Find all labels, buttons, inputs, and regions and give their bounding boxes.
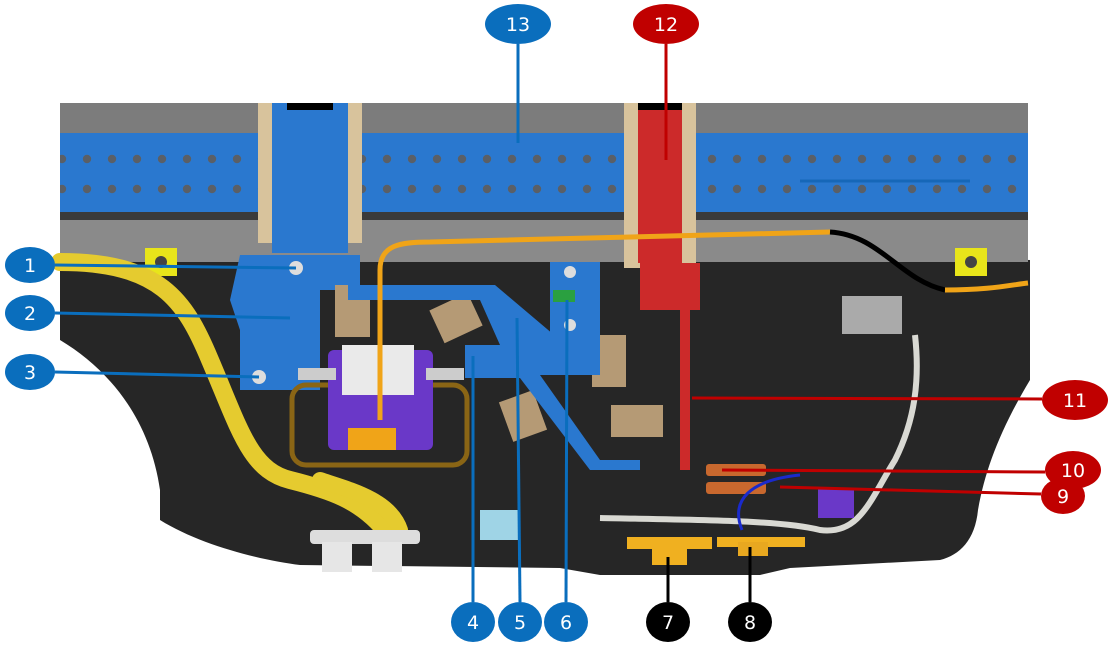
callout-label-4: 4	[467, 612, 479, 634]
coolant-hose-branch	[312, 472, 408, 538]
callout-bubble-13	[485, 4, 551, 44]
callout-leader-3	[54, 370, 260, 379]
vent-valve	[480, 510, 520, 540]
contactor-terminal-left	[298, 368, 336, 380]
callout-label-1: 1	[24, 255, 36, 277]
callout-label-6: 6	[560, 612, 572, 634]
callout-label-10: 10	[1061, 460, 1085, 482]
callout-leader-2	[54, 311, 291, 320]
shunt-sensor	[553, 290, 575, 302]
callout-label-3: 3	[24, 362, 36, 384]
coolant-port-2	[372, 542, 402, 572]
callout-bubble-6	[544, 602, 588, 642]
callout-bubble-2	[5, 295, 55, 331]
lv-connector-8	[738, 542, 768, 556]
hv-connector-flange-7	[627, 537, 712, 549]
callout-label-2: 2	[24, 303, 36, 325]
callout-label-12: 12	[654, 14, 678, 36]
fuse-holder	[818, 488, 854, 518]
coolant-port-1	[322, 542, 352, 572]
insulator-pad	[498, 390, 548, 442]
callout-bubble-5	[498, 602, 542, 642]
cover-hole-pattern	[60, 148, 1028, 208]
sensor-bracket	[230, 255, 360, 390]
busbar-neg-cap	[287, 103, 333, 110]
callout-leader-1	[54, 263, 297, 270]
contactor-terminal-right	[426, 368, 464, 380]
hv-connector-7	[652, 545, 687, 565]
callout-label-9: 9	[1057, 486, 1069, 508]
callout-bubble-10	[1045, 451, 1101, 489]
callout-leader-6	[564, 299, 569, 603]
coolant-flange	[310, 530, 420, 544]
callout-bubble-12	[633, 4, 699, 44]
callout-bubble-8	[728, 602, 772, 642]
callout-bubble-7	[646, 602, 690, 642]
busbar-pos-cap	[638, 103, 682, 110]
mount-hole-right	[965, 256, 977, 268]
contactor-connector	[348, 428, 396, 450]
callout-leader-10	[721, 468, 1046, 474]
callout-leader-9	[779, 485, 1042, 496]
signal-harness-right	[944, 280, 1029, 293]
coolant-hose	[51, 253, 394, 539]
shunt-bolt-top	[564, 266, 576, 278]
sense-connector	[842, 296, 902, 334]
callout-label-8: 8	[744, 612, 756, 634]
busbar-neg	[272, 103, 348, 253]
sense-cable	[599, 334, 920, 534]
callout-bubble-4	[451, 602, 495, 642]
insulator-pad	[611, 405, 663, 437]
callout-bubble-11	[1042, 380, 1108, 420]
callout-bubble-3	[5, 354, 55, 390]
callout-label-11: 11	[1063, 390, 1087, 412]
busbar-pos-lower	[640, 263, 700, 470]
callout-label-5: 5	[514, 612, 526, 634]
signal-harness	[377, 229, 831, 420]
fuse-wire	[737, 473, 801, 531]
callout-bubble-1	[5, 247, 55, 283]
insulator-pad	[429, 292, 483, 344]
rail-edge	[60, 212, 1028, 220]
header-strip	[60, 103, 1028, 135]
callout-label-7: 7	[662, 612, 674, 634]
callout-leader-5	[515, 317, 522, 603]
callout-label-13: 13	[506, 14, 530, 36]
callout-leader-11	[691, 396, 1043, 401]
signal-harness-black	[829, 229, 946, 293]
